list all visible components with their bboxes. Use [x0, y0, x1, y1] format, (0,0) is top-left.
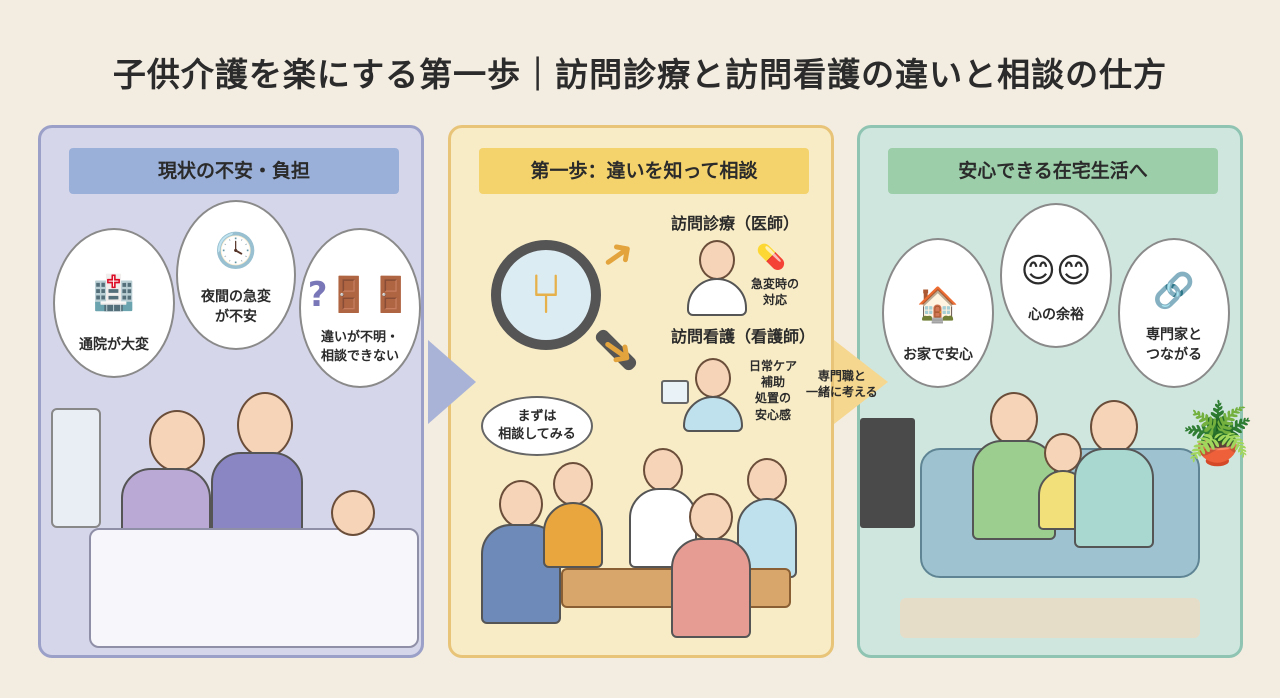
speech-bubble: まずは 相談してみる — [481, 396, 593, 456]
bubble-text: お家で安心 — [903, 347, 973, 363]
panel-safe-home-life: 安心できる在宅生活へ 🏠 お家で安心 😊😊 心の余裕 🔗 専門家と つながる 🪴 — [857, 125, 1255, 658]
link-icon: 🔗 — [1152, 271, 1196, 311]
happy-faces-icon: 😊😊 — [1020, 251, 1092, 291]
bubble-text: 専門家と つながる — [1146, 327, 1202, 363]
child-patient — [331, 490, 375, 536]
thought-bubble-unclear: ?🚪🚪 違いが不明・ 相談できない — [299, 228, 421, 388]
magnifier-icon: ⑂ — [491, 240, 601, 350]
care-manager-figure — [553, 462, 593, 506]
doctor-coat — [687, 278, 747, 316]
arrow-right-icon — [834, 340, 888, 424]
arrow-right-icon — [428, 340, 476, 424]
nurse-title: 訪問看護（看護師） — [671, 327, 816, 346]
care-manager-body — [543, 502, 603, 568]
bubble-text: 通院が大変 — [79, 337, 149, 353]
plant-icon: 🪴 — [1180, 399, 1255, 469]
iv-drip-icon — [51, 408, 101, 528]
question-doors-icon: ?🚪🚪 — [307, 275, 413, 315]
father-figure — [990, 392, 1038, 446]
nurse-icon — [695, 358, 731, 398]
clock-icon: 🕓 — [214, 231, 258, 271]
panel-header: 現状の不安・負担 — [69, 148, 399, 194]
panel-header: 第一歩：違いを知って相談 — [479, 148, 809, 194]
home-heart-icon: 🏠 — [916, 285, 960, 325]
doctor-icon — [699, 240, 735, 280]
doctor-desc: 急変時の 対応 — [751, 277, 800, 308]
doctor-figure — [643, 448, 683, 492]
father-figure — [499, 480, 543, 528]
nurse-uniform — [683, 396, 743, 432]
panel-first-step: 第一歩：違いを知って相談 ⑂ ➜ ➜ 訪問診療（医師） 💊 急変時の 対応 訪問… — [448, 125, 834, 658]
mother-figure — [149, 410, 205, 472]
monitor-icon — [661, 380, 689, 404]
father-figure — [237, 392, 293, 458]
panel-current-anxiety: 現状の不安・負担 🏥 通院が大変 🕓 夜間の急変 が不安 ?🚪🚪 違いが不明・ … — [38, 125, 424, 658]
mother-body — [671, 538, 751, 638]
doctor-title: 訪問診療（医師） — [671, 214, 800, 233]
speech-bubble-connect: 🔗 専門家と つながる — [1118, 238, 1230, 388]
nurse-desc: 日常ケア 補助 処置の 安心感 — [749, 359, 798, 422]
nurse-figure — [747, 458, 787, 502]
hospital-icon: 🏥 — [92, 273, 136, 313]
arrow-up-icon: ➜ — [590, 226, 645, 284]
speech-bubble-home: 🏠 お家で安心 — [882, 238, 994, 388]
speech-bubble-relief: 😊😊 心の余裕 — [1000, 203, 1112, 348]
mother-body — [1074, 448, 1154, 548]
page-title: 子供介護を楽にする第一歩｜訪問診療と訪問看護の違いと相談の仕方 — [112, 55, 1168, 94]
bubble-text: 違いが不明・ 相談できない — [320, 330, 399, 364]
tv — [860, 418, 915, 528]
bubble-text: 心の余裕 — [1028, 307, 1084, 323]
thought-bubble-commute: 🏥 通院が大変 — [53, 228, 175, 378]
speech-text: まずは 相談してみる — [498, 409, 576, 442]
thought-bubble-night: 🕓 夜間の急変 が不安 — [176, 200, 296, 350]
mother-figure — [1090, 400, 1138, 454]
bubble-text: 夜間の急変 が不安 — [201, 289, 271, 325]
hospital-bed — [89, 528, 419, 648]
panel-header: 安心できる在宅生活へ — [888, 148, 1218, 194]
rug — [900, 598, 1200, 638]
mother-figure — [689, 493, 733, 541]
arrow-text: 専門職と 一緒に考える — [806, 369, 878, 400]
medicine-icon: 💊 — [756, 243, 786, 271]
